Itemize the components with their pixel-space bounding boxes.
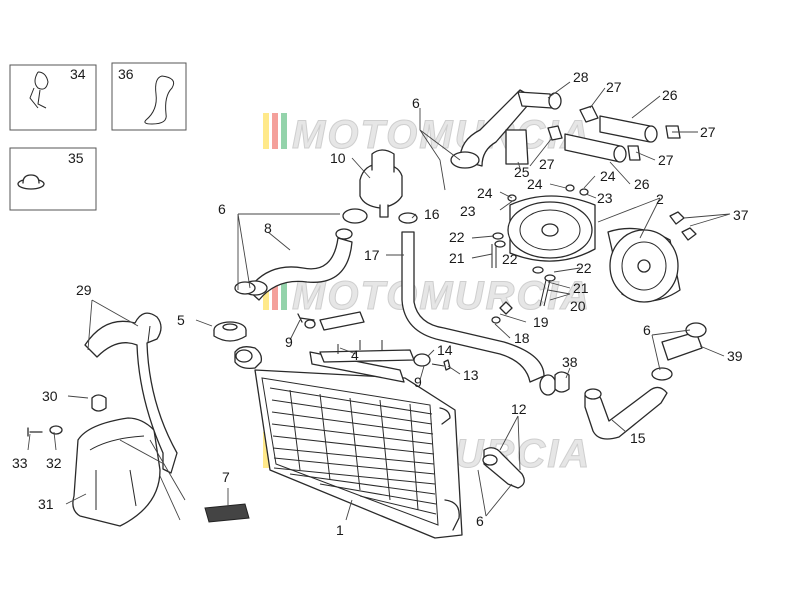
callout-6-bottom: 6	[476, 513, 484, 529]
callout-13: 13	[463, 367, 479, 383]
expansion-tank	[27, 394, 161, 527]
callout-21-right: 21	[573, 280, 589, 296]
radiator	[234, 346, 463, 539]
callout-32: 32	[46, 455, 62, 471]
callout-29: 29	[76, 282, 92, 298]
callout-15: 15	[630, 430, 646, 446]
callout-8: 8	[264, 220, 272, 236]
thermostat-housing	[359, 149, 418, 224]
callout-28: 28	[573, 69, 589, 85]
callout-6-top: 6	[412, 95, 420, 111]
bracket	[297, 311, 415, 363]
callout-6-left: 6	[218, 201, 226, 217]
upper-hoses	[450, 89, 681, 169]
callout-34: 34	[70, 66, 86, 82]
cooling-fan-left	[507, 195, 596, 262]
overflow-hose	[84, 312, 178, 474]
callout-10: 10	[330, 150, 346, 166]
callout-33: 33	[12, 455, 28, 471]
cooling-fan-right	[607, 227, 681, 303]
callout-20: 20	[570, 298, 586, 314]
leader-lines	[27, 81, 731, 521]
callout-36: 36	[118, 66, 134, 82]
bolt-13	[413, 353, 451, 371]
callout-18: 18	[514, 330, 530, 346]
callout-25: 25	[514, 164, 530, 180]
callout-39: 39	[727, 348, 743, 364]
clamp	[234, 208, 368, 295]
callout-7: 7	[222, 469, 230, 485]
callout-31: 31	[38, 496, 54, 512]
callout-22-right: 22	[576, 260, 592, 276]
callout-24-mid: 24	[527, 176, 543, 192]
callout-19: 19	[533, 314, 549, 330]
callout-26-bottom: 26	[634, 176, 650, 192]
callout-22-mid: 22	[502, 251, 518, 267]
callout-numbers: 1 2 4 5 6 6 6 6 7 8 9 9 10 12 13 14 15 1…	[12, 66, 749, 538]
callout-9-left: 9	[285, 334, 293, 350]
inset-box-35	[9, 147, 97, 211]
callout-27-top: 27	[606, 79, 622, 95]
watermark-middle: MOTOMURCIA	[263, 274, 591, 319]
callout-5: 5	[177, 312, 185, 328]
callout-21-left: 21	[449, 250, 465, 266]
callout-6-right: 6	[643, 322, 651, 338]
callout-12: 12	[511, 401, 527, 417]
callout-35: 35	[68, 150, 84, 166]
decal	[204, 503, 250, 523]
callout-26-top: 26	[662, 87, 678, 103]
callout-2: 2	[656, 191, 664, 207]
callout-37: 37	[733, 207, 749, 223]
callout-30: 30	[42, 388, 58, 404]
callout-16: 16	[424, 206, 440, 222]
watermark-text: MOTOMURCIA	[292, 274, 591, 318]
fasteners	[491, 184, 697, 324]
callout-22-left: 22	[449, 229, 465, 245]
callout-24-right: 24	[600, 168, 616, 184]
lower-hoses	[554, 322, 707, 440]
callout-27-lower: 27	[658, 152, 674, 168]
callout-27-mid: 27	[539, 156, 555, 172]
callout-4: 4	[351, 347, 359, 363]
callout-9-right: 9	[414, 374, 422, 390]
callout-38: 38	[562, 354, 578, 370]
callout-17: 17	[364, 247, 380, 263]
inset-box-34	[9, 64, 97, 131]
callout-24-left: 24	[477, 185, 493, 201]
hose-connector	[482, 447, 525, 489]
watermark-text: MOTOMURCIA	[292, 113, 591, 157]
watermark-top: MOTOMURCIA	[263, 113, 591, 158]
hose-17-18	[401, 231, 557, 396]
callout-23-right: 23	[597, 190, 613, 206]
callout-1: 1	[336, 522, 344, 538]
callout-23-left: 23	[460, 203, 476, 219]
inset-box-36	[111, 62, 187, 131]
callout-14: 14	[437, 342, 453, 358]
radiator-cap	[213, 321, 247, 342]
callout-27-right: 27	[700, 124, 716, 140]
